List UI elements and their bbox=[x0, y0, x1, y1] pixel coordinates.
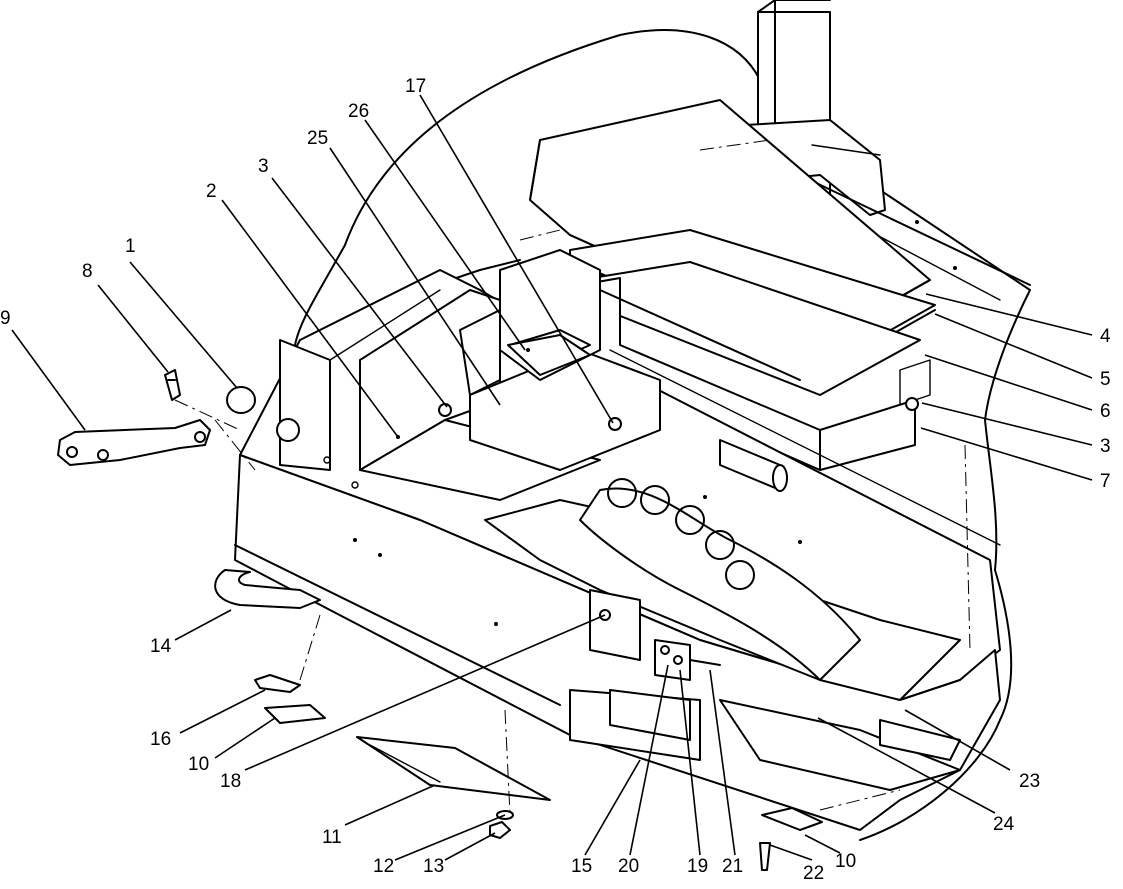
clevis-pin bbox=[164, 369, 181, 401]
callout-2: 2 bbox=[206, 181, 217, 202]
callout-24: 24 bbox=[993, 814, 1015, 835]
cross-tube bbox=[719, 439, 788, 492]
callout-5: 5 bbox=[1100, 369, 1111, 390]
plug-caps bbox=[226, 386, 300, 442]
callout-12: 12 bbox=[373, 856, 394, 877]
callout-15: 15 bbox=[571, 856, 592, 877]
switch-assembly bbox=[589, 589, 721, 681]
callout-3-right: 3 bbox=[1100, 436, 1111, 457]
callout-11: 11 bbox=[322, 827, 342, 848]
callout-19: 19 bbox=[687, 856, 708, 877]
callout-14: 14 bbox=[150, 636, 172, 657]
callout-6: 6 bbox=[1100, 401, 1111, 422]
callout-7: 7 bbox=[1100, 471, 1111, 492]
hitch bbox=[214, 569, 321, 609]
callout-20: 20 bbox=[618, 856, 639, 877]
alignment-lines bbox=[174, 139, 971, 816]
leader-lines bbox=[11, 94, 1093, 861]
seat-base-box bbox=[579, 277, 931, 471]
callout-4: 4 bbox=[1100, 326, 1111, 347]
callout-18: 18 bbox=[220, 771, 241, 792]
seat-plates bbox=[569, 229, 936, 396]
callout-9: 9 bbox=[0, 308, 11, 329]
callout-26: 26 bbox=[348, 101, 369, 122]
callout-22: 22 bbox=[803, 863, 824, 884]
fastener-dots bbox=[353, 220, 957, 626]
callout-1: 1 bbox=[125, 236, 136, 257]
callout-25: 25 bbox=[307, 128, 328, 149]
bracket-arm bbox=[57, 419, 211, 466]
floor-panel bbox=[484, 478, 961, 701]
callout-10-left: 10 bbox=[188, 754, 209, 775]
small-plate bbox=[507, 334, 591, 376]
callout-3-upper: 3 bbox=[258, 156, 269, 177]
callout-10-right: 10 bbox=[835, 851, 856, 872]
callout-21: 21 bbox=[722, 856, 743, 877]
callout-13: 13 bbox=[423, 856, 444, 877]
callout-23: 23 bbox=[1019, 771, 1040, 792]
callout-numbers: 1 2 3 3 4 5 6 7 8 9 10 10 11 12 13 14 15… bbox=[0, 76, 1111, 884]
lower-channel bbox=[569, 689, 961, 791]
seat-bolt-icon bbox=[905, 397, 919, 411]
callout-8: 8 bbox=[82, 261, 93, 282]
callout-16: 16 bbox=[150, 729, 171, 750]
callout-17: 17 bbox=[405, 76, 426, 97]
